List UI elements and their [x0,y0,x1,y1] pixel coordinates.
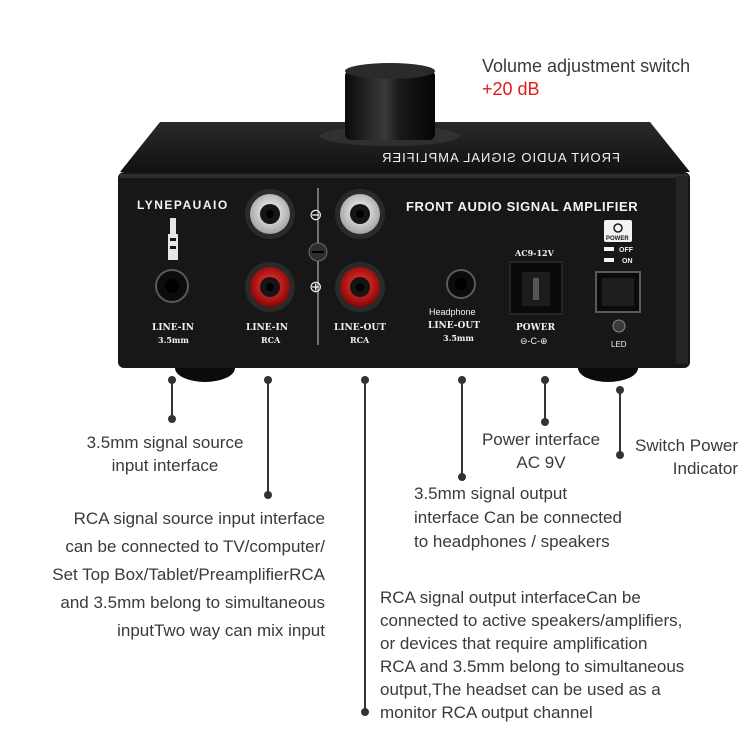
callout-line: Set Top Box/Tablet/PreamplifierRCA [52,565,325,584]
line-out-rca-label2: RCA [350,335,370,345]
callout-rca-input: RCA signal source input interface can be… [10,505,325,645]
volume-caption-gain: +20 dB [482,79,540,99]
power-input-label: POWER [516,323,556,333]
led-indicator [612,319,626,333]
callout-line: and 3.5mm belong to simultaneous [60,593,325,612]
rca-out-white[interactable] [335,189,385,239]
callout-line: monitor RCA output channel [380,703,593,722]
volume-caption: Volume adjustment switch +20 dB [482,55,690,101]
callout-switch-indicator: Switch Power Indicator [610,434,738,480]
switch-on-label: ON [622,258,633,265]
callout-line: interface Can be connected [414,508,622,527]
headphone-label1: LINE-OUT [428,321,480,331]
power-input-jack[interactable] [509,261,563,315]
line-in-35-jack[interactable] [155,269,189,303]
callout-line: 3.5mm signal source [86,433,244,452]
mirrored-top-text: FRONT AUDIO SIGNAL AMPLIFIER [381,150,620,165]
minus-symbol: ⊖ [309,207,322,224]
power-switch[interactable] [595,271,641,313]
line-in-35-label2: 3.5mm [158,335,189,345]
rca-in-red[interactable] [245,262,295,312]
callout-line: inputTwo way can mix input [117,621,325,640]
device-top [120,122,690,172]
power-badge-text: POWER [606,236,629,242]
power-badge: POWER [604,220,632,242]
callout-power-interface: Power interface AC 9V [466,428,616,474]
line-in-35-label1: LINE-IN [152,323,194,333]
rca-in-white[interactable] [245,189,295,239]
callout-line: Indicator [672,459,738,478]
panel-title: FRONT AUDIO SIGNAL AMPLIFIER [406,199,638,214]
callout-line: RCA and 3.5mm belong to simultaneous [380,657,685,676]
headphone-label0: Headphone [429,307,476,317]
callout-line: or devices that require amplification [380,634,648,653]
callout-leaders [171,380,621,712]
callout-line: Power interface [481,430,601,449]
volume-caption-line1: Volume adjustment switch [482,56,691,76]
line-in-rca-label1: LINE-IN [246,323,288,333]
callout-dots [168,376,624,716]
callout-line: 3.5mm signal output [414,484,568,503]
jack-plug-icon [168,218,178,260]
power-voltage-label: AC9-12V [514,248,555,258]
line-out-rca-label1: LINE-OUT [334,323,386,333]
callout-line: RCA signal source input interface [73,509,325,528]
headphone-label2: 3.5mm [443,333,474,343]
volume-knob[interactable] [345,70,435,140]
led-label: LED [611,340,627,349]
panel-screw-icon [308,242,328,262]
headphone-jack[interactable] [446,269,476,299]
plus-symbol: ⊕ [309,279,322,296]
rca-out-red[interactable] [335,262,385,312]
callout-line: input interface [111,456,219,475]
callout-line: to headphones / speakers [414,532,610,551]
callout-line: connected to active speakers/amplifiers, [380,611,683,630]
callout-35mm-input: 3.5mm signal source input interface [60,431,270,477]
line-in-rca-label2: RCA [261,335,281,345]
callout-line: AC 9V [516,453,566,472]
callout-rca-output: RCA signal output interfaceCan be connec… [380,586,745,724]
callout-35mm-output: 3.5mm signal output interface Can be con… [414,482,714,554]
power-polarity-label: ⊖-C-⊕ [520,336,548,346]
callout-line: Switch Power [635,436,738,455]
brand-logo: LYNEPAUAIO [137,198,229,212]
callout-line: RCA signal output interfaceCan be [380,588,641,607]
switch-off-label: OFF [619,247,634,254]
callout-line: output,The headset can be used as a [380,680,661,699]
callout-line: can be connected to TV/computer/ [65,537,325,556]
